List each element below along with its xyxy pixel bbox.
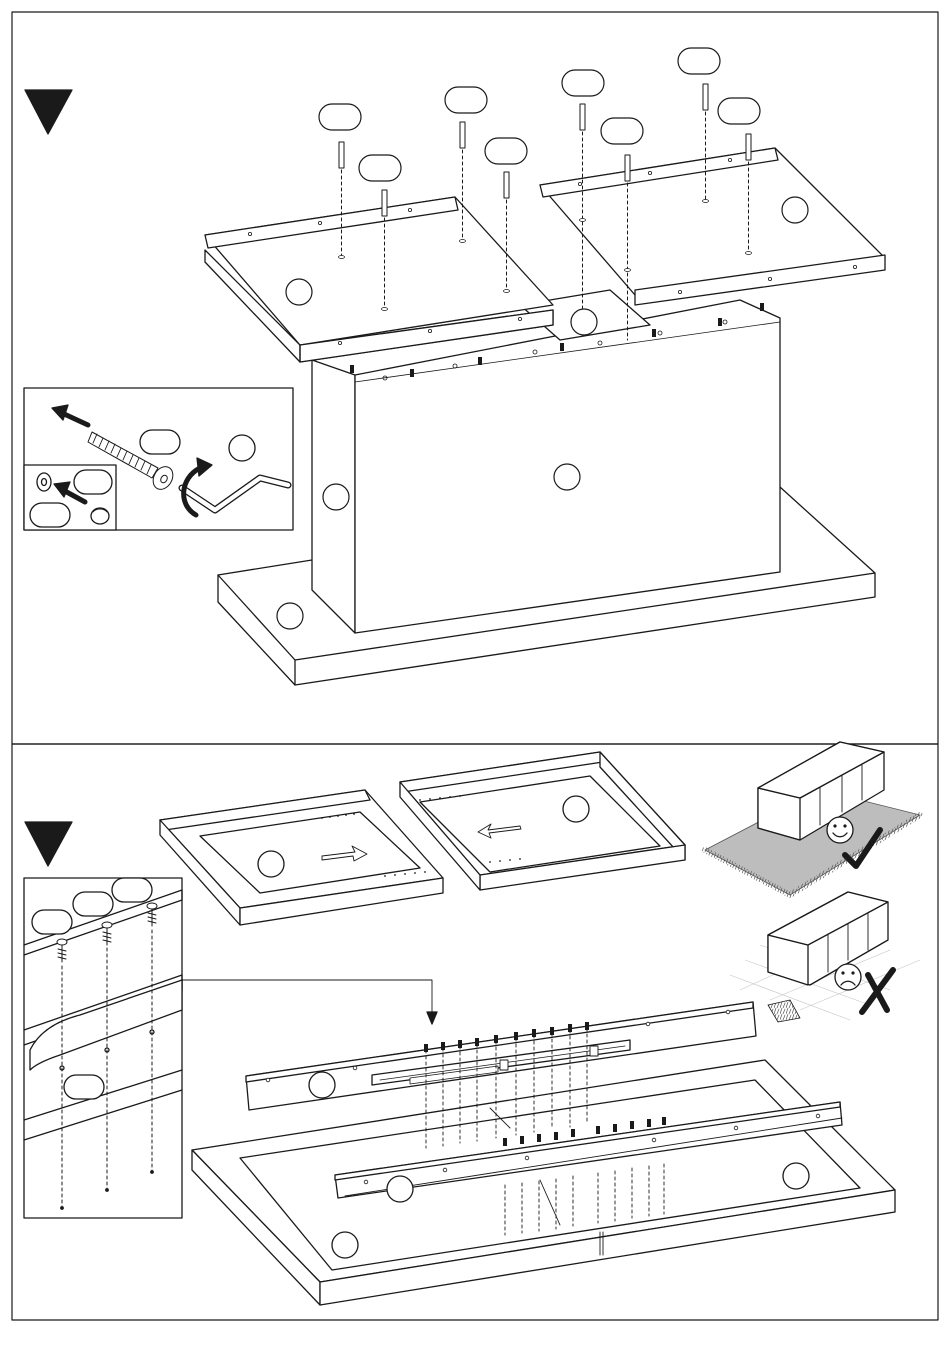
cross-mark-icon	[862, 970, 893, 1012]
part-label-circle	[277, 603, 303, 629]
part-label-circle	[571, 309, 597, 335]
step-marker-triangle	[25, 90, 72, 134]
step-panel-upper	[12, 12, 938, 744]
smiley-icon	[827, 817, 853, 843]
part-label-circle	[323, 484, 349, 510]
orientation-correct	[705, 742, 920, 895]
part-label-circle	[258, 851, 284, 877]
sad-face-icon	[835, 964, 861, 990]
part-label-circle	[554, 464, 580, 490]
part-callout	[319, 104, 361, 130]
part-label-circle	[332, 1232, 358, 1258]
part-callout	[601, 118, 643, 144]
part-callout	[73, 892, 113, 916]
part-callout	[718, 98, 760, 124]
part-callout	[140, 430, 180, 454]
cam-bolt-detail	[24, 388, 293, 530]
top-panel-right	[540, 148, 885, 305]
washer-icon	[37, 473, 51, 491]
part-callout	[64, 1075, 104, 1099]
orientation-wrong	[730, 892, 920, 1022]
part-callout	[485, 138, 527, 164]
step-panel-lower	[12, 742, 938, 1320]
part-callout	[32, 910, 72, 934]
part-callout	[112, 878, 152, 902]
part-label-circle	[229, 435, 255, 461]
part-callout	[678, 48, 720, 74]
step-marker-triangle	[25, 822, 72, 866]
part-callout	[445, 87, 487, 113]
part-label-circle	[387, 1176, 413, 1202]
part-callout	[562, 70, 604, 96]
drawer-bottom-right	[400, 752, 685, 890]
part-label-circle	[286, 279, 312, 305]
drawer-bottom-left	[160, 790, 443, 925]
cap-icon	[91, 508, 109, 524]
part-label-circle	[783, 1163, 809, 1189]
part-label-circle	[563, 796, 589, 822]
part-label-circle	[309, 1072, 335, 1098]
top-panel-left	[205, 197, 553, 362]
part-callout	[74, 470, 112, 494]
part-label-circle	[782, 197, 808, 223]
part-callout	[359, 155, 401, 181]
part-callout	[30, 503, 70, 527]
